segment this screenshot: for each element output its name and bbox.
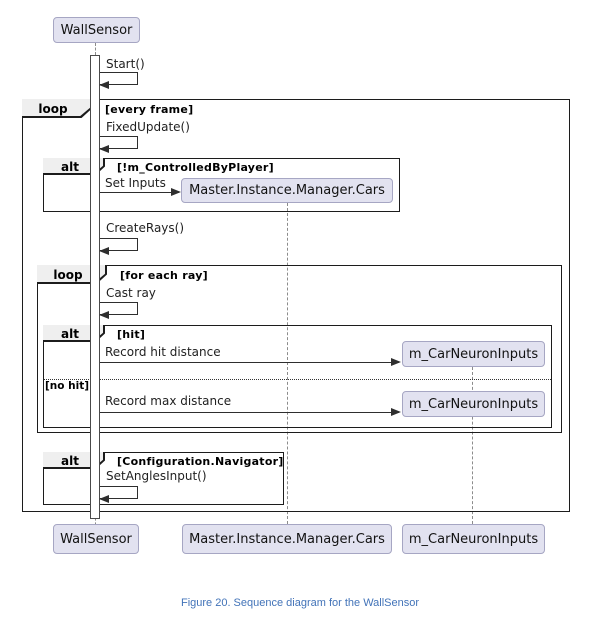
participant-label: m_CarNeuronInputs: [408, 396, 539, 412]
frame-alt-controlled: [43, 158, 400, 212]
self-arrow-cast-ray: [99, 302, 138, 319]
self-arrow-set-angles: [99, 486, 138, 503]
arrowhead-right-icon: [171, 188, 181, 197]
frame-guard-controlled: [!m_ControlledByPlayer]: [117, 161, 274, 174]
frame-loop-each-ray: [37, 265, 562, 433]
message-record-hit: Record hit distance: [105, 345, 221, 359]
participant-label: m_CarNeuronInputs: [408, 531, 539, 547]
alt-else-divider: [44, 379, 551, 380]
frame-alt-config: [43, 452, 284, 505]
object-box-master-created: Master.Instance.Manager.Cars: [181, 178, 393, 203]
participant-label: WallSensor: [60, 22, 133, 38]
message-fixed-update: FixedUpdate(): [106, 120, 190, 134]
frame-label-text: alt: [61, 453, 79, 468]
lifeline-master: [287, 203, 288, 524]
participant-box-master-bottom: Master.Instance.Manager.Cars: [182, 524, 392, 554]
frame-label-loop-every-frame: loop: [22, 99, 92, 118]
frame-label-loop-each-ray: loop: [37, 265, 107, 284]
arrowhead-left-icon: [99, 247, 109, 255]
frame-label-shape-fill: [43, 158, 104, 174]
frame-label-shape-fill: [22, 99, 91, 117]
message-set-angles: SetAnglesInput(): [106, 469, 207, 483]
message-start: Start(): [106, 57, 145, 71]
self-arrow-fixed-update: [99, 136, 138, 153]
arrow-record-hit: [100, 358, 401, 367]
participant-label: Master.Instance.Manager.Cars: [189, 531, 385, 547]
frame-guard-every-frame: [every frame]: [105, 103, 194, 116]
message-record-max: Record max distance: [105, 394, 232, 408]
frame-guard-hit: [hit]: [117, 328, 146, 341]
participant-label: Master.Instance.Manager.Cars: [189, 183, 385, 198]
participant-box-wallsensor-bottom: WallSensor: [53, 524, 139, 554]
arrowhead-right-icon: [391, 358, 401, 367]
frame-alt-hit: [43, 325, 552, 428]
frame-label-shape-fill: [37, 265, 106, 283]
lifeline-wallsensor-top: [95, 43, 96, 55]
participant-box-neuron-bottom: m_CarNeuronInputs: [402, 524, 545, 554]
frame-label-alt-controlled: alt: [43, 158, 105, 175]
frame-label-text: loop: [38, 101, 68, 116]
message-set-inputs: Set Inputs: [105, 176, 166, 190]
self-arrow-create-rays: [99, 238, 138, 255]
frame-label-alt-config: alt: [43, 452, 105, 469]
frame-label-shape-fill: [43, 452, 104, 468]
message-cast-ray: Cast ray: [106, 286, 156, 300]
object-box-neuron-hit: m_CarNeuronInputs: [402, 341, 545, 367]
frame-guard-config: [Configuration.Navigator]: [117, 455, 284, 468]
participant-label: WallSensor: [60, 531, 132, 547]
lifeline-wallsensor-bottom: [95, 518, 96, 525]
frame-guard-no-hit: [no hit]: [45, 380, 90, 392]
message-create-rays: CreateRays(): [106, 221, 185, 235]
arrowhead-left-icon: [99, 495, 109, 503]
lifeline-neuron: [472, 367, 473, 524]
frame-label-text: loop: [53, 267, 83, 282]
frame-label-shape-fill: [43, 325, 104, 341]
participant-box-wallsensor-top: WallSensor: [53, 17, 140, 43]
frame-label-text: alt: [61, 159, 79, 174]
object-box-neuron-nohit: m_CarNeuronInputs: [402, 391, 545, 417]
figure-caption: Figure 20. Sequence diagram for the Wall…: [180, 597, 420, 609]
arrow-record-max: [100, 408, 401, 417]
arrowhead-left-icon: [99, 81, 109, 89]
frame-loop-every-frame: [22, 99, 570, 512]
activation-bar-wallsensor: [90, 55, 100, 519]
arrowhead-right-icon: [391, 408, 401, 417]
frame-label-text: alt: [61, 326, 79, 341]
arrow-set-inputs: [100, 188, 181, 197]
arrowhead-left-icon: [99, 311, 109, 319]
arrowhead-left-icon: [99, 145, 109, 153]
frame-guard-each-ray: [for each ray]: [120, 269, 208, 282]
frame-label-alt-hit: alt: [43, 325, 105, 342]
self-arrow-start: [99, 72, 138, 89]
participant-label: m_CarNeuronInputs: [408, 346, 539, 362]
